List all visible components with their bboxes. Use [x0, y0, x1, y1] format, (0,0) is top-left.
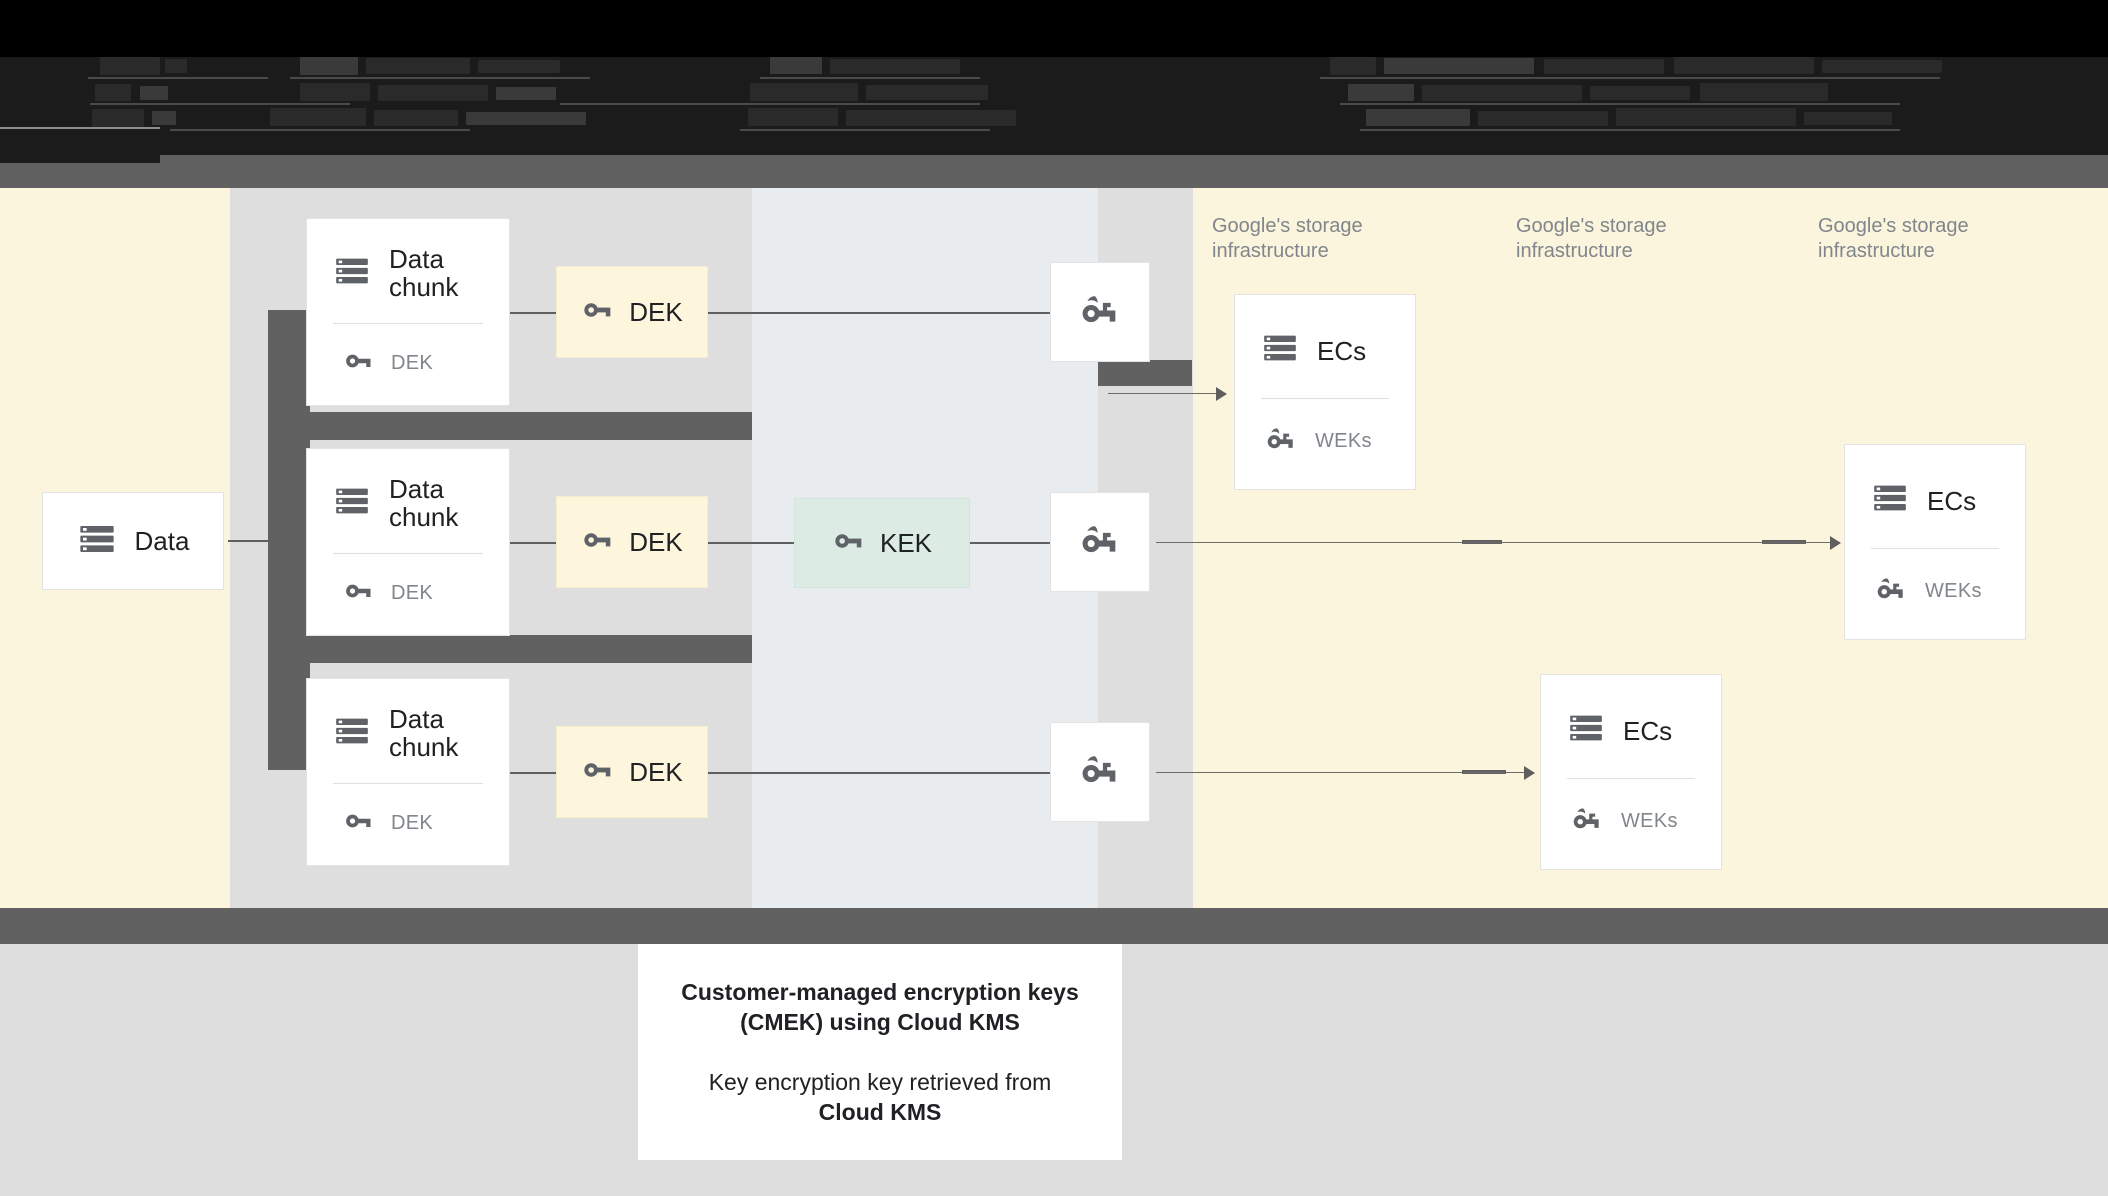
header-obscured-text-area: [0, 57, 2108, 155]
column-caption-storage-infra: Google's storage infrastructure: [1212, 215, 1363, 262]
card-data-chunk[interactable]: Data chunk DEK: [306, 218, 510, 406]
ecs-header: ECs: [1235, 295, 1415, 372]
key-icon: [581, 524, 613, 561]
arrowhead-ecs2: [1830, 536, 1841, 550]
card-divider: [333, 553, 483, 554]
connector-data-to-bracket: [228, 540, 276, 542]
double-key-icon: [1571, 803, 1603, 840]
card-wrapped-key[interactable]: [1050, 492, 1150, 592]
box-dek[interactable]: DEK: [556, 496, 708, 588]
chunk-label: Data chunk: [389, 474, 459, 532]
legend-title-line1: Customer-managed encryption keys: [681, 979, 1079, 1005]
connector-kek-to-wek2: [968, 542, 1054, 544]
bottom-separator-band: [0, 908, 2108, 944]
ecs-label: ECs: [1317, 335, 1367, 366]
card-data-chunk[interactable]: Data chunk DEK: [306, 448, 510, 636]
chunk-key-label: DEK: [391, 352, 434, 374]
chunk-header: Data chunk: [307, 219, 509, 301]
box-kek[interactable]: KEK: [794, 498, 970, 588]
bracket-arm-bottom: [268, 635, 752, 663]
server-stack-icon: [333, 482, 371, 525]
legend-title-line2: (CMEK) using Cloud KMS: [740, 1009, 1020, 1035]
double-key-icon: [1265, 423, 1297, 460]
key-icon: [832, 525, 864, 562]
chunk-label: Data chunk: [389, 244, 459, 302]
server-stack-icon: [1261, 329, 1299, 372]
server-stack-icon: [1567, 709, 1605, 752]
connector-dek3-to-wek3: [708, 772, 1054, 774]
server-stack-icon: [333, 252, 371, 295]
card-ecs[interactable]: ECs WEKs: [1234, 294, 1416, 490]
box-dek-label: DEK: [629, 296, 683, 327]
ecs-key-label: WEKs: [1315, 430, 1372, 452]
ecs-header: ECs: [1541, 675, 1721, 752]
card-divider: [333, 783, 483, 784]
connector-dek1-to-wek1: [708, 312, 1054, 314]
box-kek-label: KEK: [879, 527, 933, 558]
arrowhead-ecs3: [1524, 766, 1535, 780]
key-icon: [343, 806, 373, 841]
server-stack-icon: [77, 519, 117, 564]
double-key-icon: [1079, 519, 1121, 566]
box-dek[interactable]: DEK: [556, 266, 708, 358]
ecs-label: ECs: [1623, 715, 1673, 746]
legend-subtitle-line1: Key encryption key retrieved from: [708, 1069, 1052, 1095]
key-icon: [581, 294, 613, 331]
header-black-bar: [0, 0, 2108, 57]
card-wrapped-key[interactable]: [1050, 262, 1150, 362]
column-caption-storage-infra: Google's storage infrastructure: [1818, 215, 1969, 262]
header-left-tab: [0, 155, 160, 163]
double-key-icon: [1875, 573, 1907, 610]
card-divider: [1871, 548, 1999, 549]
header-separator-band: [0, 155, 2108, 188]
server-stack-icon: [333, 712, 371, 755]
card-ecs[interactable]: ECs WEKs: [1540, 674, 1722, 870]
chunk-key-row: DEK: [307, 554, 509, 611]
legend-subtitle-line2: Cloud KMS: [818, 1099, 942, 1125]
legend-card: Customer-managed encryption keys (CMEK) …: [638, 944, 1122, 1160]
card-data-chunk[interactable]: Data chunk DEK: [306, 678, 510, 866]
double-key-icon: [1079, 289, 1121, 336]
box-dek-label: DEK: [629, 756, 683, 787]
double-key-icon: [1079, 749, 1121, 796]
legend-title: Customer-managed encryption keys (CMEK) …: [681, 977, 1079, 1037]
chunk-header: Data chunk: [307, 679, 509, 761]
chunk-label: Data chunk: [389, 704, 459, 762]
box-dek-label: DEK: [629, 526, 683, 557]
key-icon: [343, 346, 373, 381]
ecs-key-row: WEKs: [1235, 399, 1415, 460]
box-dek[interactable]: DEK: [556, 726, 708, 818]
ecs-label: ECs: [1927, 485, 1977, 516]
ecs-header: ECs: [1845, 445, 2025, 522]
key-icon: [343, 576, 373, 611]
chunk-key-label: DEK: [391, 582, 434, 604]
card-wrapped-key[interactable]: [1050, 722, 1150, 822]
bracket-arrow-stub: [1098, 360, 1192, 386]
card-divider: [1261, 398, 1389, 399]
chunk-key-row: DEK: [307, 784, 509, 841]
bracket-arm-top: [268, 412, 752, 440]
arrow-wek3-to-ecs3: [1156, 772, 1534, 773]
chunk-key-row: DEK: [307, 324, 509, 381]
chunk-key-label: DEK: [391, 812, 434, 834]
ecs-key-label: WEKs: [1621, 810, 1678, 832]
card-data-label: Data: [134, 526, 190, 556]
arrow-wek2-to-ecs2: [1156, 542, 1840, 543]
ecs-key-label: WEKs: [1925, 580, 1982, 602]
connector-dek2-to-kek: [708, 542, 794, 544]
card-data[interactable]: Data: [42, 492, 224, 590]
arrow-wek1-to-ecs1: [1108, 393, 1226, 394]
legend-subtitle: Key encryption key retrieved from Cloud …: [709, 1067, 1052, 1127]
ecs-key-row: WEKs: [1845, 549, 2025, 610]
arrowhead-ecs1: [1216, 387, 1227, 401]
column-caption-storage-infra: Google's storage infrastructure: [1516, 215, 1667, 262]
ecs-key-row: WEKs: [1541, 779, 1721, 840]
server-stack-icon: [1871, 479, 1909, 522]
chunk-header: Data chunk: [307, 449, 509, 531]
card-divider: [1567, 778, 1695, 779]
key-icon: [581, 754, 613, 791]
card-ecs[interactable]: ECs WEKs: [1844, 444, 2026, 640]
card-divider: [333, 323, 483, 324]
